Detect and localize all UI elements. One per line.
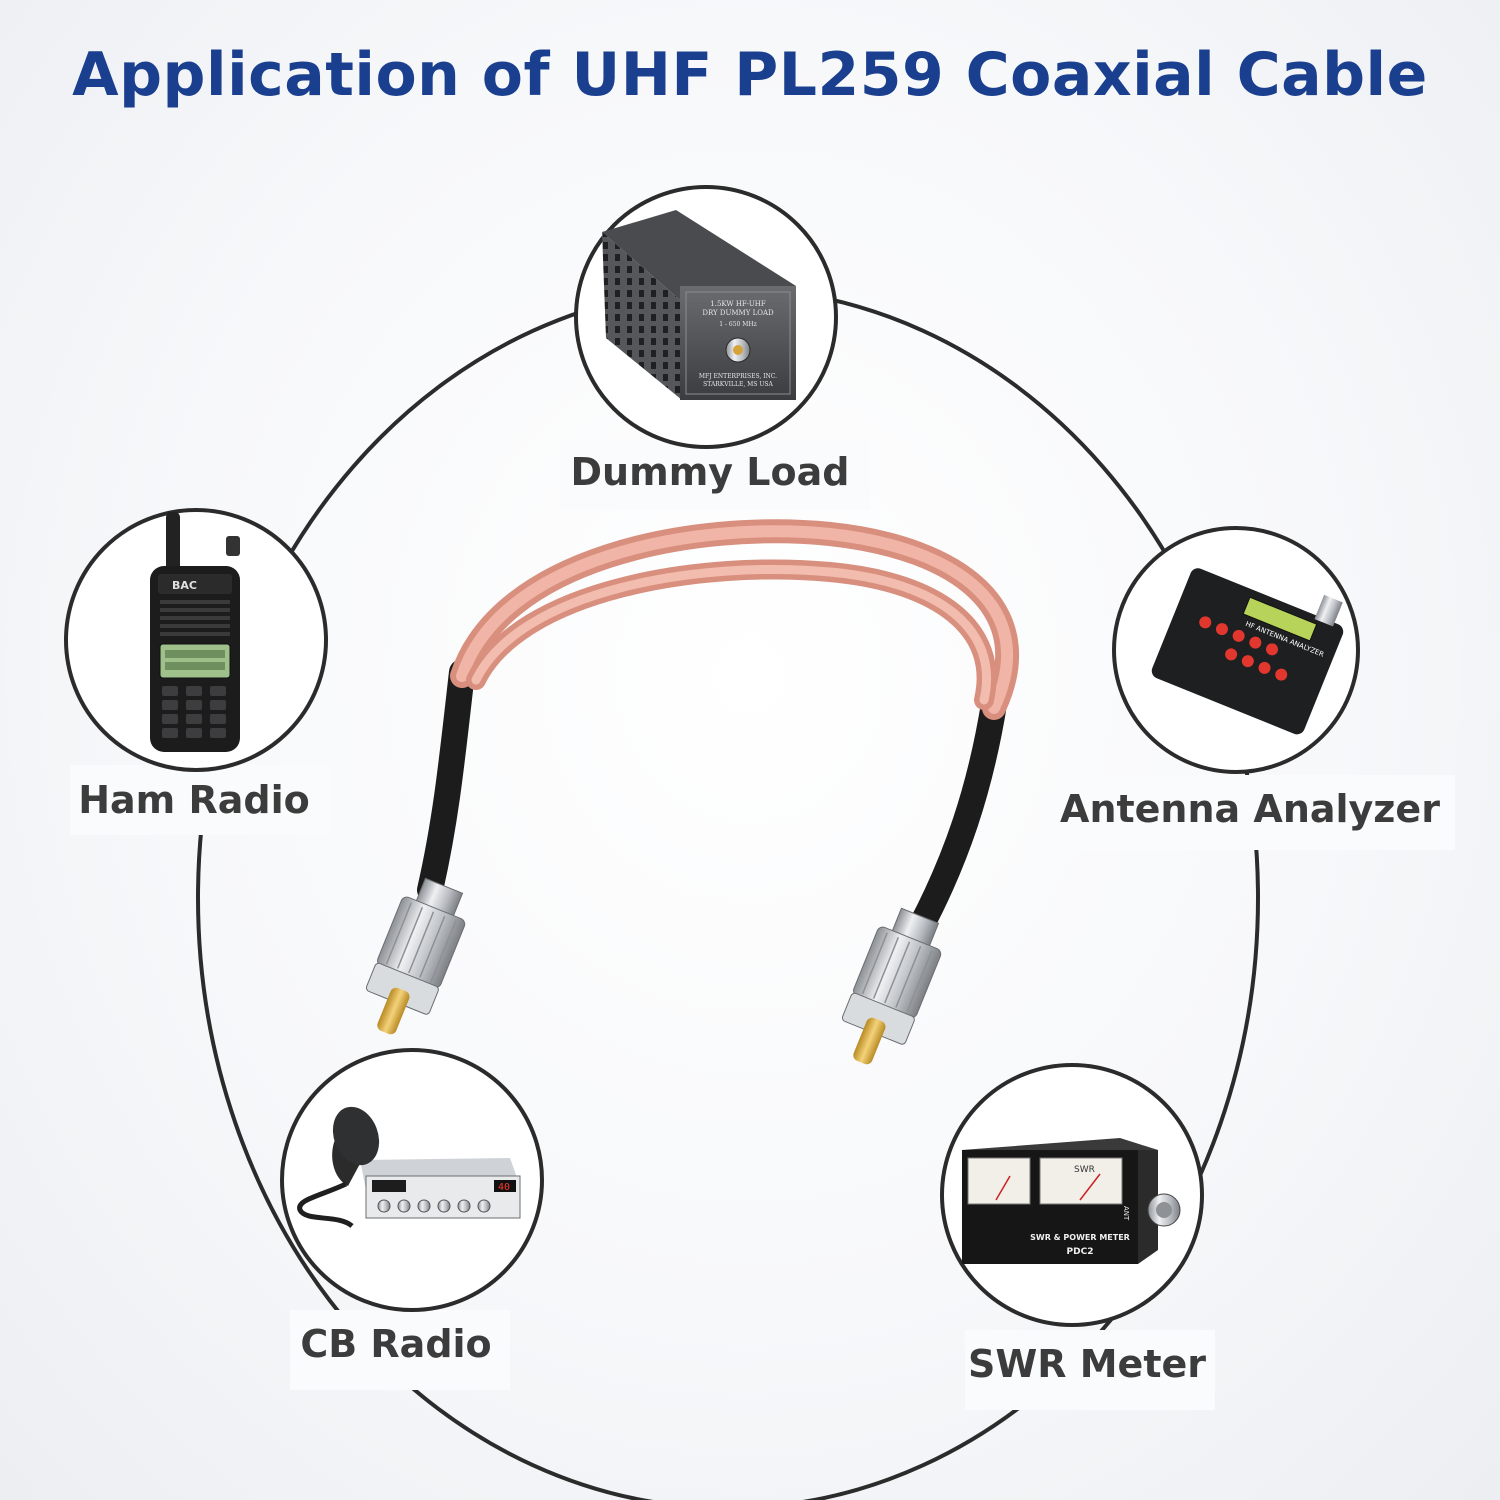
swr-meter-icon: SWR SWR & POWER METER PDC2 ANT	[962, 1138, 1181, 1264]
svg-text:40: 40	[498, 1182, 510, 1193]
antenna-analyzer-icon: HF ANTENNA ANALYZER	[1151, 568, 1344, 735]
label-ham-radio: Ham Radio	[78, 778, 310, 822]
dummy-load-icon: 1.5KW HF-UHF DRY DUMMY LOAD 1 - 650 MHz …	[602, 210, 796, 400]
svg-text:1 - 650 MHz: 1 - 650 MHz	[719, 321, 757, 328]
svg-text:STARKVILLE, MS USA: STARKVILLE, MS USA	[703, 381, 773, 388]
label-swr-meter: SWR Meter	[967, 1342, 1207, 1386]
label-dummy-load: Dummy Load	[570, 450, 850, 494]
label-antenna-analyzer: Antenna Analyzer	[1060, 787, 1440, 831]
cb-radio-icon: 40	[297, 1106, 521, 1229]
svg-text:BAC: BAC	[172, 579, 197, 592]
pl259-connector-left	[365, 877, 466, 1035]
svg-text:MFJ ENTERPRISES, INC.: MFJ ENTERPRISES, INC.	[699, 373, 777, 380]
device-antenna-analyzer: HF ANTENNA ANALYZER	[1112, 526, 1360, 774]
coax-cable-icon	[365, 519, 1020, 1065]
ring-gaps	[70, 440, 1455, 1410]
pl259-connector-right	[841, 907, 942, 1065]
device-swr-meter: SWR SWR & POWER METER PDC2 ANT	[940, 1063, 1204, 1327]
device-ham-radio: BAC	[64, 508, 328, 772]
device-dummy-load: 1.5KW HF-UHF DRY DUMMY LOAD 1 - 650 MHz …	[574, 185, 838, 449]
page-title: Application of UHF PL259 Coaxial Cable	[72, 40, 1428, 110]
svg-text:SWR & POWER METER: SWR & POWER METER	[1030, 1233, 1130, 1242]
label-cb-radio: CB Radio	[300, 1322, 492, 1366]
svg-text:SWR: SWR	[1074, 1165, 1095, 1175]
svg-text:ANT: ANT	[1122, 1206, 1130, 1221]
svg-text:1.5KW HF-UHF: 1.5KW HF-UHF	[710, 300, 766, 308]
handheld-radio-icon: BAC	[150, 512, 240, 752]
svg-text:DRY DUMMY LOAD: DRY DUMMY LOAD	[702, 309, 774, 317]
svg-text:PDC2: PDC2	[1067, 1247, 1094, 1257]
device-cb-radio: 40	[280, 1048, 544, 1312]
